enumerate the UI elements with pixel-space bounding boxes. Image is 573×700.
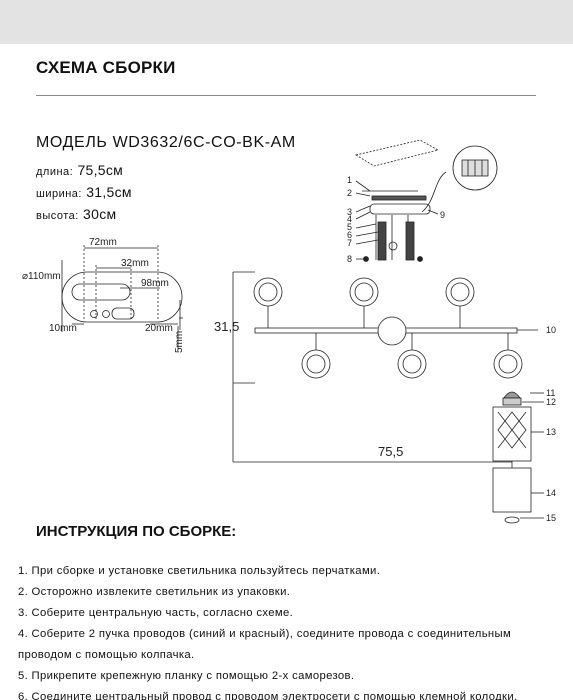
callout-2: 2 bbox=[347, 188, 352, 198]
callout-1: 1 bbox=[347, 175, 352, 185]
callout-5: 5 bbox=[347, 222, 352, 232]
dim-10: 10mm bbox=[49, 323, 77, 334]
callout-6: 6 bbox=[347, 230, 352, 240]
dim-5: 5mm bbox=[174, 331, 185, 353]
model-name: МОДЕЛЬ WD3632/6C-CO-BK-AM bbox=[36, 134, 296, 151]
dim-32: 32mm bbox=[121, 258, 149, 269]
shade-parts-diagram bbox=[492, 391, 544, 524]
instruction-step: 3. Соберите центральную часть, согласно … bbox=[18, 607, 294, 619]
callout-13: 13 bbox=[546, 427, 556, 437]
callout-8: 8 bbox=[347, 254, 352, 264]
dim-98: 98mm bbox=[141, 278, 169, 289]
divider bbox=[36, 95, 536, 96]
fixture-length-label: 75,5 bbox=[378, 444, 403, 459]
dim-72: 72mm bbox=[89, 237, 117, 248]
instructions-list: 1. При сборке и установке светильника по… bbox=[18, 561, 563, 700]
callout-14: 14 bbox=[546, 488, 556, 498]
length-spec: длина: 75,5см bbox=[36, 162, 123, 178]
callout-15: 15 bbox=[546, 513, 556, 523]
callout-9: 9 bbox=[440, 210, 445, 220]
header-band bbox=[0, 0, 573, 44]
mounting-bracket-diagram bbox=[61, 245, 183, 350]
callout-7: 7 bbox=[347, 238, 352, 248]
instructions-title: ИНСТРУКЦИЯ ПО СБОРКЕ: bbox=[36, 523, 237, 540]
instruction-step: 2. Осторожно извлеките светильник из упа… bbox=[18, 586, 291, 598]
instruction-step: 1. При сборке и установке светильника по… bbox=[18, 565, 381, 577]
height-value: 30см bbox=[83, 206, 117, 222]
height-spec: высота: 30см bbox=[36, 206, 116, 222]
length-value: 75,5см bbox=[77, 162, 124, 178]
callout-4: 4 bbox=[347, 214, 352, 224]
assembly-drawing: 72mm 32mm ⌀110mm 98mm 10mm 20mm 5mm 1 2 bbox=[22, 139, 556, 524]
width-label: ширина: bbox=[36, 188, 82, 200]
instruction-step: 6. Соедините центральный провод с провод… bbox=[18, 691, 518, 700]
fixture-top-view bbox=[232, 271, 538, 469]
instruction-step: 4. Соберите 2 пучка проводов (синий и кр… bbox=[18, 628, 512, 640]
dim-20: 20mm bbox=[145, 323, 173, 334]
instruction-step: 5. Прикрепите крепежную планку с помощью… bbox=[18, 670, 355, 682]
page-title: СХЕМА СБОРКИ bbox=[36, 58, 176, 77]
fixture-width-label: 31,5 bbox=[214, 319, 239, 334]
length-label: длина: bbox=[36, 166, 74, 178]
width-value: 31,5см bbox=[86, 184, 132, 200]
height-label: высота: bbox=[36, 210, 79, 222]
callout-10: 10 bbox=[546, 325, 556, 335]
instruction-step-continued: проводом с помощью колпачка. bbox=[18, 649, 195, 661]
dim-110: ⌀110mm bbox=[22, 271, 61, 282]
exploded-assembly-diagram bbox=[354, 139, 498, 262]
width-spec: ширина: 31,5см bbox=[36, 184, 132, 200]
callout-3: 3 bbox=[347, 207, 352, 217]
callout-11: 11 bbox=[546, 388, 555, 398]
callout-12: 12 bbox=[546, 397, 556, 407]
